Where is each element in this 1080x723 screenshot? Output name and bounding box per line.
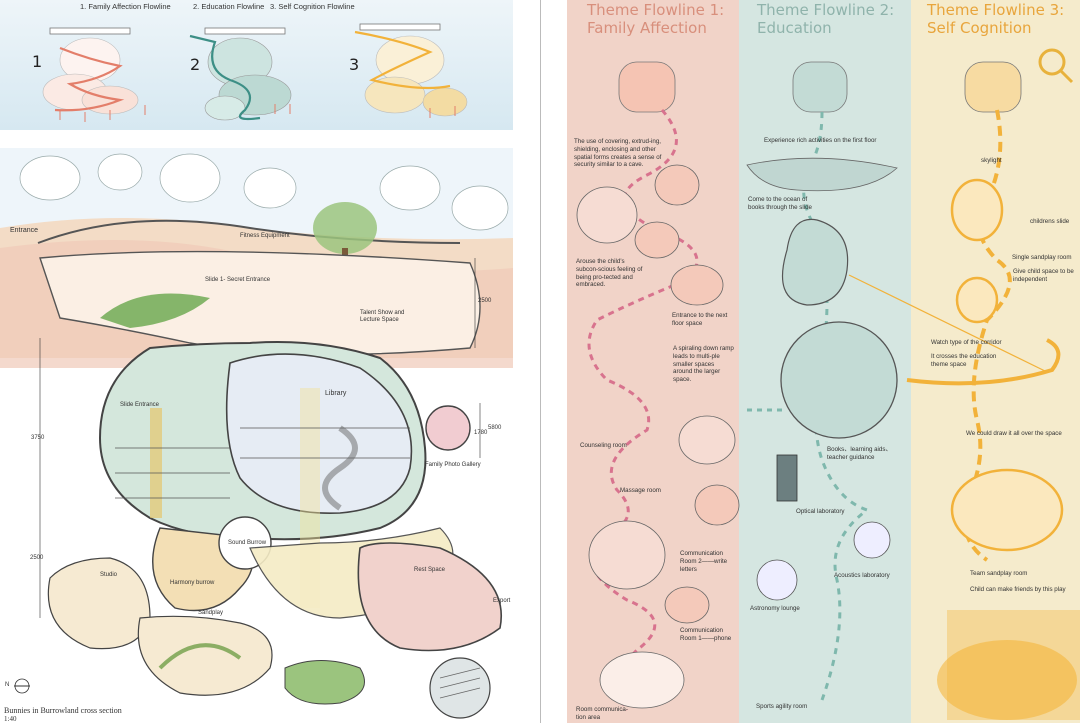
label-rest: Rest Space (414, 567, 446, 573)
affection-note-2: Arouse the child's subcon-scious feeling… (576, 258, 643, 289)
label-library: Library (325, 390, 347, 397)
label-slide-entrance: Slide Entrance (120, 402, 160, 408)
background-trees (19, 153, 509, 231)
thumbnail-self-cognition (354, 23, 468, 118)
dim-3: 1780 (474, 430, 488, 436)
cognition-note-6: It crosses the education theme space (931, 353, 997, 368)
flowline-number-1: 1 (32, 52, 43, 71)
thumbnail-education (189, 27, 292, 121)
column-affection-bg (567, 0, 739, 723)
board-divider (540, 0, 541, 723)
education-note-5: Acoustics laboratory (834, 572, 890, 579)
label-entrance: Entrance (10, 227, 39, 234)
magnifier-icon (1038, 48, 1074, 84)
cognition-note-8: Team sandplay room (970, 570, 1028, 577)
flowline-label-3: 3. Self Cognition Flowline (270, 2, 355, 11)
flowline-diagram (576, 48, 1080, 720)
dim-5: 2500 (30, 555, 44, 561)
dim-4: 5800 (488, 425, 502, 431)
title-cognition-line1: Theme Flowline 3: (927, 1, 1065, 19)
dim-1: 2500 (478, 298, 492, 304)
cognition-note-2: childrens slide (1030, 218, 1070, 225)
title-affection-line1: Theme Flowline 1: (587, 1, 725, 19)
flowline-label-2: 2. Education Flowline (193, 2, 265, 11)
affection-note-7: Communication Room 2——write letters (680, 550, 728, 573)
title-cognition-line2: Self Cognition (927, 19, 1032, 37)
label-export: Export (493, 598, 511, 604)
flowline-label-1: 1. Family Affection Flowline (80, 2, 171, 11)
cognition-note-5: Watch type of the corridor (931, 339, 1002, 346)
cognition-note-7: We could draw it all over the space (966, 430, 1062, 437)
north-label: N (5, 682, 10, 688)
title-affection-line2: Family Affection (587, 19, 707, 37)
education-note-2: Come to the ocean of books through the s… (748, 196, 812, 211)
flowline-number-3: 3 (349, 55, 360, 74)
label-slide1: Slide 1- Secret Entrance (205, 277, 271, 283)
section-caption: Bunnies in Burrowland cross section (4, 706, 122, 715)
title-education-line1: Theme Flowline 2: (757, 1, 895, 19)
column-cognition-bg (911, 0, 1080, 723)
section-scale: 1:40 (4, 715, 17, 723)
label-harmony: Harmony burrow (170, 580, 215, 586)
label-studio: Studio (100, 572, 118, 578)
cognition-note-1: skylight (981, 157, 1002, 164)
affection-note-8: Communication Room 1——phone (680, 627, 732, 642)
title-education-line2: Education (757, 19, 832, 37)
affection-note-3: Entrance to the next floor space (672, 312, 728, 327)
affection-note-9: Room communica-tion area (576, 706, 628, 721)
affection-note-6: Massage room (620, 487, 661, 494)
flowline-number-2: 2 (190, 55, 201, 74)
education-note-6: Astronomy lounge (750, 605, 800, 612)
dim-2: 3750 (31, 435, 45, 441)
thumbnail-family-affection (42, 27, 146, 122)
label-talent: Talent Show and Lecture Space (360, 310, 405, 323)
cross-section-drawing (0, 148, 513, 723)
education-note-3: Books、learning aids、teacher guidance (827, 446, 892, 461)
label-sandplay: Sandplay (198, 610, 224, 616)
flowline-thumbnails (42, 23, 468, 122)
label-family-photo: Family Photo Gallery (425, 462, 481, 468)
label-sound-burrow: Sound Burrow (228, 540, 267, 546)
label-fitness: Fitness Equipment (240, 233, 290, 239)
cognition-note-9: Child can make friends by this play (970, 586, 1066, 593)
affection-note-1: The use of covering, extrud-ing, shieldi… (574, 138, 662, 169)
education-note-1: Experience rich activities on the first … (764, 137, 877, 144)
affection-note-5: Counseling room (580, 442, 627, 449)
cognition-note-4: Give child space to be independent (1013, 268, 1074, 283)
affection-note-4: A spiraling down ramp leads to multi-ple… (673, 345, 734, 383)
education-note-7: Sports agility room (756, 703, 808, 710)
cognition-note-3: Single sandplay room (1012, 254, 1072, 261)
education-note-4: Optical laboratory (796, 508, 845, 515)
